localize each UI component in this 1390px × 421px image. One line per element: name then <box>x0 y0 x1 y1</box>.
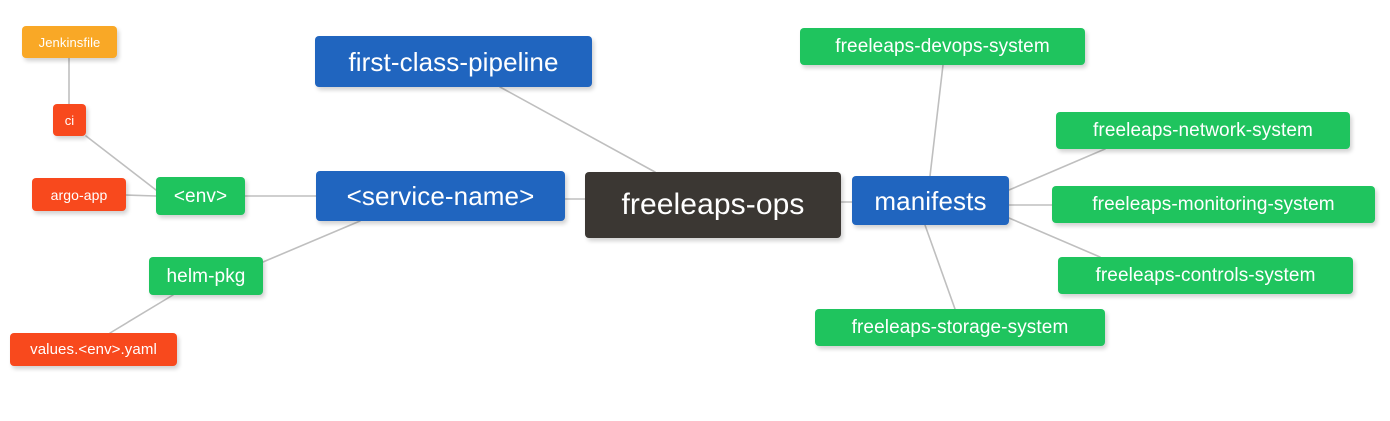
edge-manifests-devops <box>929 64 944 177</box>
node-freeleaps-devops-system[interactable]: freeleaps-devops-system <box>800 28 1085 65</box>
edge-manifests-controls <box>1008 217 1101 258</box>
node-label-env: <env> <box>173 185 228 207</box>
node-values-env-yaml[interactable]: values.<env>.yaml <box>10 333 177 366</box>
node-label-values-env-yaml: values.<env>.yaml <box>30 341 157 358</box>
edge-ci-env <box>85 135 157 191</box>
node-label-freeleaps-devops-system: freeleaps-devops-system <box>835 36 1050 57</box>
node-label-helm-pkg: helm-pkg <box>166 265 246 287</box>
node-label-argo-app: argo-app <box>50 186 108 203</box>
node-first-class-pipeline[interactable]: first-class-pipeline <box>315 36 592 87</box>
node-label-freeleaps-ops: freeleaps-ops <box>621 188 805 221</box>
edge-helmpkg-values <box>109 294 174 334</box>
node-label-freeleaps-network-system: freeleaps-network-system <box>1093 120 1313 141</box>
node-label-freeleaps-monitoring-system: freeleaps-monitoring-system <box>1092 194 1335 215</box>
node-env[interactable]: <env> <box>156 177 245 215</box>
node-freeleaps-controls-system[interactable]: freeleaps-controls-system <box>1058 257 1353 294</box>
node-label-manifests: manifests <box>874 185 987 216</box>
edge-argoapp-env <box>125 194 157 197</box>
node-jenkinsfile[interactable]: Jenkinsfile <box>22 26 117 58</box>
edge-manifests-storage <box>924 224 956 310</box>
node-service-name[interactable]: <service-name> <box>316 171 565 221</box>
edge-manifests-network <box>1008 148 1106 191</box>
node-label-ci: ci <box>64 112 75 128</box>
node-freeleaps-network-system[interactable]: freeleaps-network-system <box>1056 112 1350 149</box>
node-freeleaps-monitoring-system[interactable]: freeleaps-monitoring-system <box>1052 186 1375 223</box>
edge-servicename-helmpkg <box>262 220 361 263</box>
node-freeleaps-storage-system[interactable]: freeleaps-storage-system <box>815 309 1105 346</box>
node-ci[interactable]: ci <box>53 104 86 136</box>
edge-pipeline-ops <box>499 86 656 173</box>
node-argo-app[interactable]: argo-app <box>32 178 126 211</box>
node-manifests[interactable]: manifests <box>852 176 1009 225</box>
node-label-jenkinsfile: Jenkinsfile <box>38 34 101 50</box>
node-label-first-class-pipeline: first-class-pipeline <box>348 46 559 77</box>
node-label-freeleaps-controls-system: freeleaps-controls-system <box>1095 265 1316 286</box>
node-helm-pkg[interactable]: helm-pkg <box>149 257 263 295</box>
node-label-freeleaps-storage-system: freeleaps-storage-system <box>851 317 1069 338</box>
node-label-service-name: <service-name> <box>346 181 535 211</box>
node-freeleaps-ops[interactable]: freeleaps-ops <box>585 172 841 238</box>
